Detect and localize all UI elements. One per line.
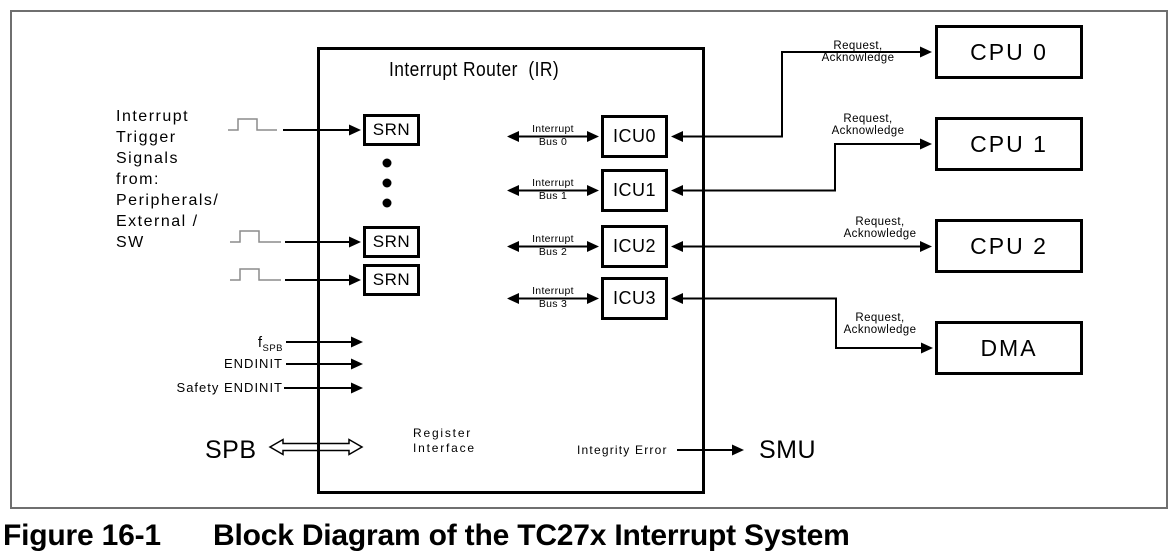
trigger-signals-label: Interrupt Trigger Signals from: Peripher… [116, 108, 220, 251]
fspb-label: fSPB [257, 334, 283, 354]
smu-label: SMU [759, 436, 817, 464]
cpu1-box: CPU 1 [935, 117, 1083, 171]
icu2-box: ICU2 [601, 225, 668, 268]
cpu2-box: CPU 2 [935, 219, 1083, 273]
dma-box: DMA [935, 321, 1083, 375]
register-interface-label: Register Interface [413, 426, 476, 455]
figure-caption-title: Block Diagram of the TC27x Interrupt Sys… [213, 519, 850, 552]
icu1-box: ICU1 [601, 169, 668, 212]
endinit-label: ENDINIT [224, 356, 283, 371]
srn-box-3: SRN [363, 264, 420, 296]
figure-caption: Figure 16-1 Block Diagram of the TC27x I… [3, 519, 850, 553]
reqack-cpu1-label: Request,Acknowledge [831, 113, 905, 137]
icu3-box: ICU3 [601, 277, 668, 320]
reqack-cpu0-label: Request,Acknowledge [821, 40, 895, 64]
spb-label: SPB [205, 436, 257, 464]
integrity-error-label: Integrity Error [577, 443, 668, 457]
reqack-cpu2-label: Request,Acknowledge [843, 216, 917, 240]
figure-caption-number: Figure 16-1 [3, 519, 161, 552]
safety-endinit-label: Safety ENDINIT [176, 380, 283, 395]
icu0-box: ICU0 [601, 115, 668, 158]
srn-box-1: SRN [363, 114, 420, 146]
fspb-subscript: SPB [262, 343, 283, 354]
reqack-dma-label: Request,Acknowledge [843, 312, 917, 336]
interrupt-router-title: Interrupt Router (IR) [389, 59, 560, 81]
cpu0-box: CPU 0 [935, 25, 1083, 79]
srn-box-2: SRN [363, 226, 420, 258]
